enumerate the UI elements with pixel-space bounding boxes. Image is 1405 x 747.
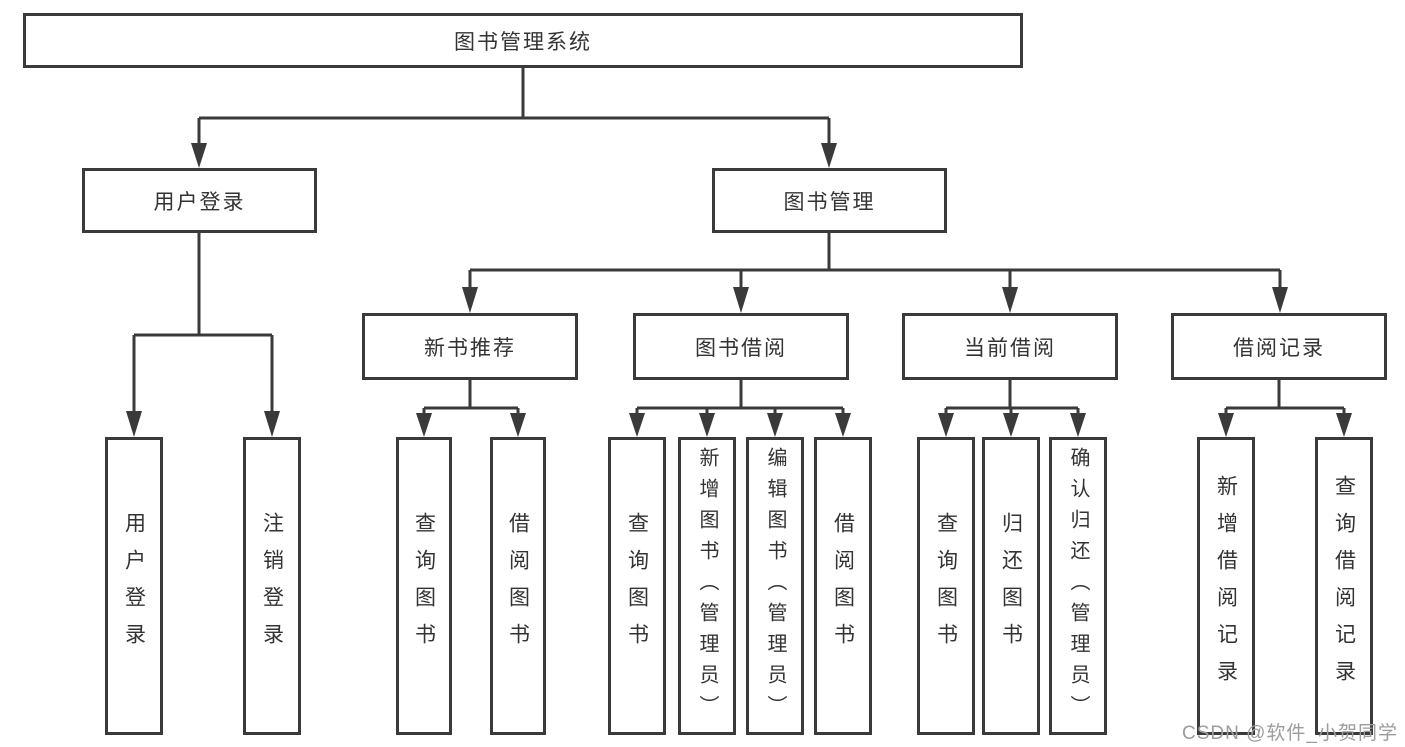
node-borrow-record-label: 借阅记录 — [1233, 336, 1325, 360]
leaf-br-query-record-label: 查询借阅记录 — [1332, 475, 1356, 697]
node-current-borrow-label: 当前借阅 — [964, 336, 1056, 360]
leaf-cb-confirm-return-admin: 确认归还（管理员） — [1049, 437, 1107, 735]
node-user-login-label: 用户登录 — [153, 190, 246, 214]
leaf-bb-query-books-label: 查询图书 — [625, 512, 649, 660]
leaf-nb-borrow-books: 借阅图书 — [490, 437, 546, 735]
connector-book-management-to-level3 — [462, 233, 1288, 313]
node-root-label: 图书管理系统 — [454, 30, 592, 54]
leaf-cb-return-books-label: 归还图书 — [999, 512, 1023, 660]
watermark: CSDN @软件_小贺同学 — [1182, 723, 1398, 744]
leaf-bb-edit-books-admin-label: 编辑图书（管理员） — [764, 446, 786, 726]
connector-book-borrow-to-leaves — [629, 380, 851, 437]
node-book-borrow: 图书借阅 — [633, 313, 849, 380]
connector-current-borrow-to-leaves — [938, 380, 1086, 437]
leaf-nb-query-books: 查询图书 — [396, 437, 452, 735]
leaf-br-query-record: 查询借阅记录 — [1315, 437, 1373, 735]
leaf-logout-label: 注销登录 — [260, 512, 284, 660]
node-new-book-recommend: 新书推荐 — [362, 313, 578, 380]
leaf-cb-confirm-return-admin-label: 确认归还（管理员） — [1067, 446, 1089, 726]
leaf-br-add-record: 新增借阅记录 — [1197, 437, 1255, 735]
node-book-borrow-label: 图书借阅 — [695, 336, 787, 360]
connector-root-to-level2 — [191, 68, 837, 168]
leaf-cb-query-books: 查询图书 — [917, 437, 975, 735]
leaf-cb-return-books: 归还图书 — [982, 437, 1040, 735]
leaf-user-login: 用户登录 — [105, 437, 163, 735]
leaf-bb-add-books-admin: 新增图书（管理员） — [678, 437, 736, 735]
leaf-nb-query-books-label: 查询图书 — [412, 512, 436, 660]
node-root: 图书管理系统 — [23, 13, 1023, 68]
node-borrow-record: 借阅记录 — [1171, 313, 1387, 380]
leaf-cb-query-books-label: 查询图书 — [934, 512, 958, 660]
leaf-logout: 注销登录 — [243, 437, 301, 735]
leaf-bb-borrow-books: 借阅图书 — [814, 437, 872, 735]
leaf-user-login-label: 用户登录 — [122, 512, 146, 660]
leaf-bb-query-books: 查询图书 — [608, 437, 666, 735]
node-book-management-label: 图书管理 — [783, 190, 876, 214]
connector-borrow-record-to-leaves — [1218, 380, 1352, 437]
node-current-borrow: 当前借阅 — [902, 313, 1118, 380]
node-book-management: 图书管理 — [712, 168, 947, 233]
leaf-bb-add-books-admin-label: 新增图书（管理员） — [696, 446, 718, 726]
leaf-br-add-record-label: 新增借阅记录 — [1214, 475, 1238, 697]
leaf-bb-borrow-books-label: 借阅图书 — [831, 512, 855, 660]
leaf-nb-borrow-books-label: 借阅图书 — [506, 512, 530, 660]
node-user-login: 用户登录 — [82, 168, 317, 233]
connector-new-book-to-leaves — [416, 380, 526, 437]
connector-user-login-to-leaves — [126, 233, 280, 437]
leaf-bb-edit-books-admin: 编辑图书（管理员） — [746, 437, 804, 735]
node-new-book-recommend-label: 新书推荐 — [424, 336, 516, 360]
